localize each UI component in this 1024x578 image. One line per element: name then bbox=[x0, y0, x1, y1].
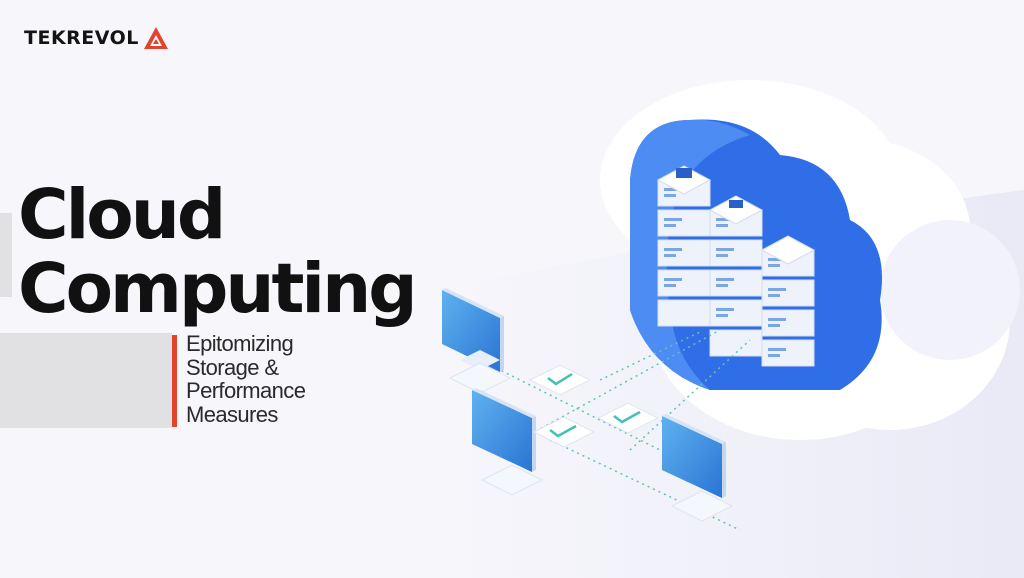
server-stack-middle bbox=[708, 195, 764, 357]
monitor-icon bbox=[442, 288, 512, 394]
decor-block-bottom bbox=[0, 333, 172, 428]
cloud-illustration bbox=[440, 80, 1024, 578]
title-line-2: Computing bbox=[18, 249, 418, 329]
brand-logo[interactable]: TEKREVOL bbox=[24, 26, 169, 50]
monitor-icon bbox=[662, 414, 734, 522]
accent-bar bbox=[172, 335, 177, 427]
monitor-icon bbox=[472, 388, 544, 496]
server-stack-right bbox=[760, 235, 816, 367]
page-subtitle: Epitomizing Storage & Performance Measur… bbox=[186, 331, 306, 427]
logo-triangle-icon bbox=[143, 27, 168, 49]
server-stack-left bbox=[656, 165, 712, 327]
brand-name: TEKREVOL bbox=[24, 27, 139, 49]
server-icon bbox=[708, 195, 764, 357]
title-line-1: Cloud bbox=[18, 175, 226, 255]
checkmark-icon bbox=[532, 416, 596, 448]
checkmark-icon bbox=[528, 364, 592, 396]
page-title: Cloud Computing bbox=[18, 175, 418, 329]
server-icon bbox=[760, 235, 816, 367]
checkmark-icon bbox=[596, 402, 660, 434]
server-icon bbox=[656, 165, 712, 327]
decor-block-top bbox=[0, 213, 12, 297]
